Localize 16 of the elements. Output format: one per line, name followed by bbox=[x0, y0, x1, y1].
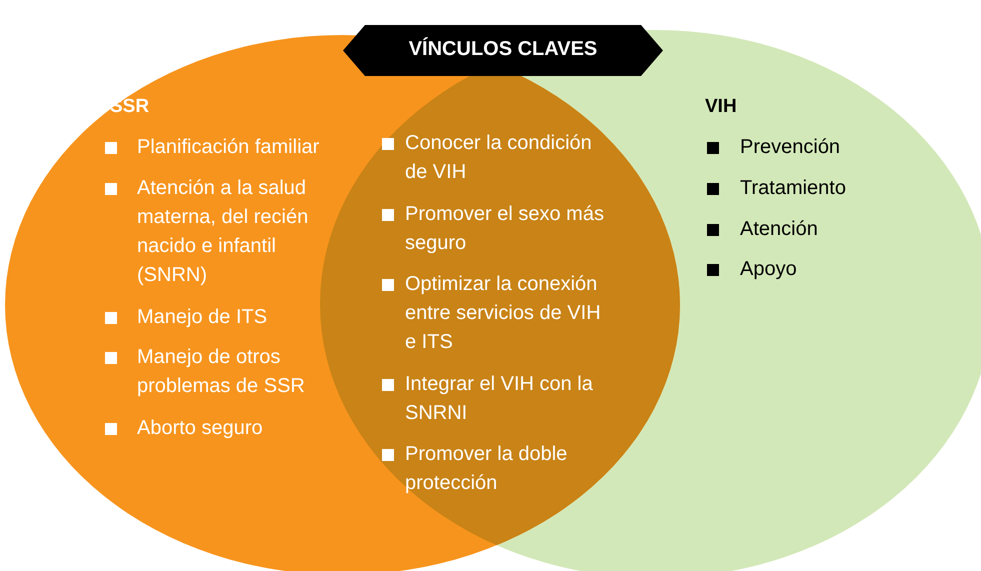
list-item: Promover el sexo más seguro bbox=[405, 202, 605, 256]
list-item: Promover la doble protección bbox=[405, 442, 568, 496]
list-item: Atención a la salud materna, del recién nacido e infantil (SNRN) bbox=[137, 176, 310, 288]
list-item: Prevención bbox=[740, 135, 842, 160]
list-item: Aborto seguro bbox=[137, 416, 264, 441]
list-item: Manejo de otros problemas de SSR bbox=[137, 345, 306, 399]
title: VÍNCULOS CLAVES bbox=[408, 38, 598, 61]
list-item: Planificación familiar bbox=[137, 135, 320, 160]
list-item: Tratamiento bbox=[740, 176, 847, 201]
list-item: Optimizar la conexión entre servicios de VIH e ITS bbox=[405, 272, 602, 355]
list-item: Conocer la condición de VIH bbox=[405, 131, 593, 185]
list-item: Atención bbox=[740, 217, 819, 242]
set-heading: VIH bbox=[705, 95, 737, 119]
list-item: Manejo de ITS bbox=[137, 305, 268, 330]
list-item: Integrar el VIH con la SNRNI bbox=[405, 372, 594, 426]
list-item: Apoyo bbox=[740, 257, 798, 282]
